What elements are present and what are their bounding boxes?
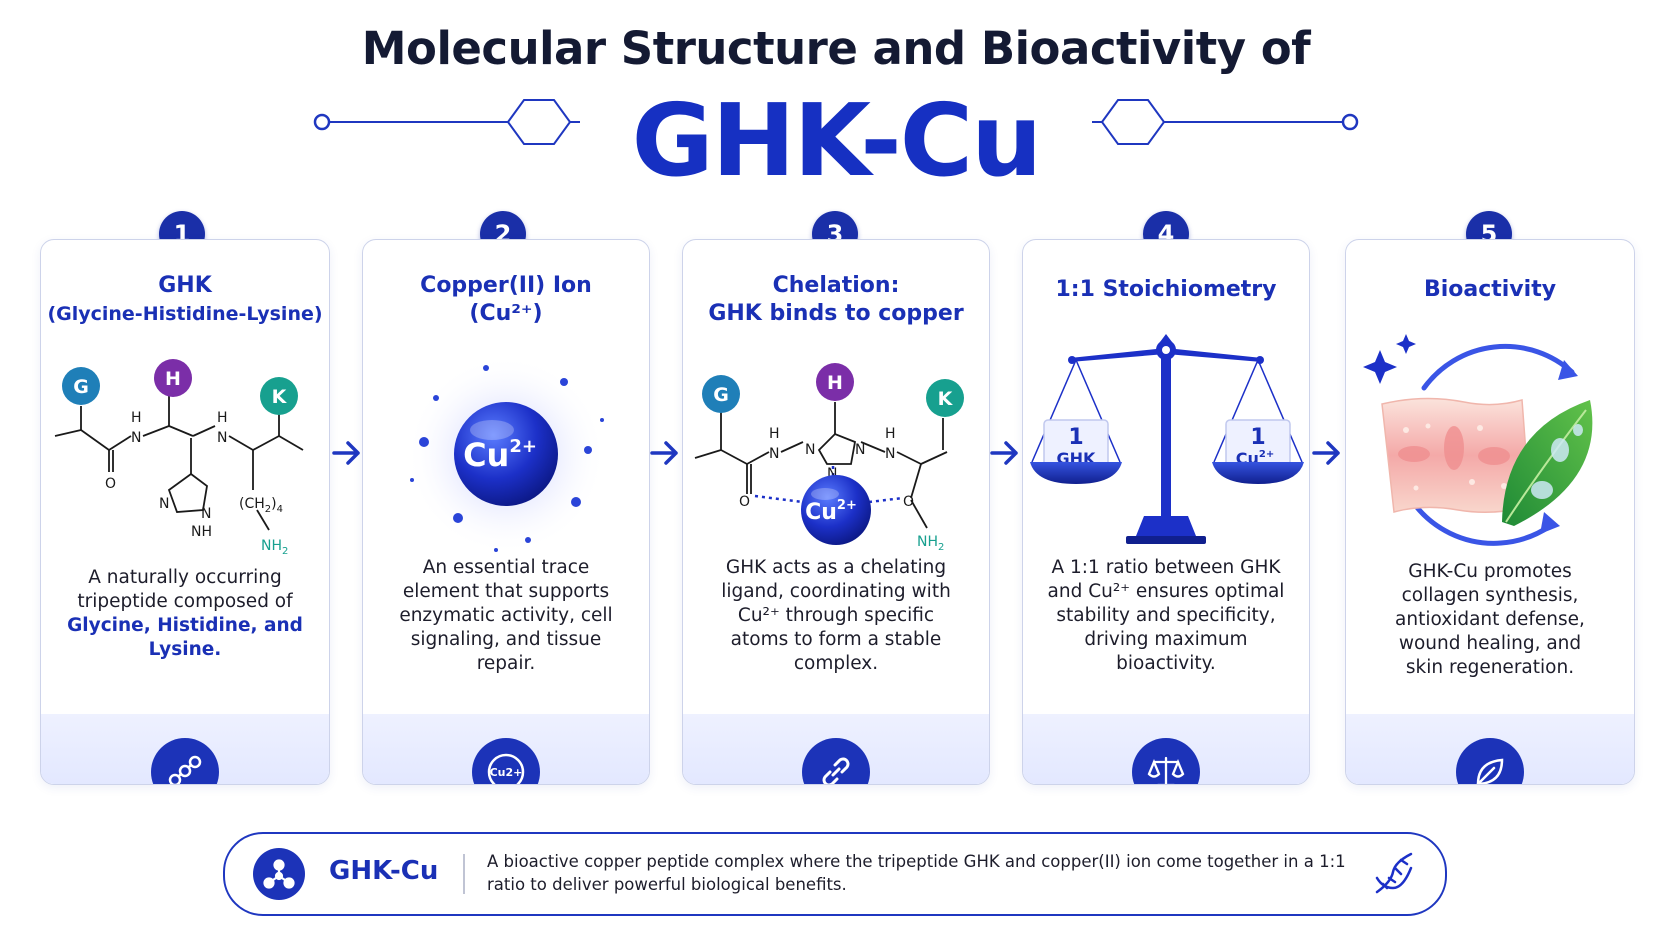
leaf-icon xyxy=(1456,738,1524,784)
arrow-right-icon xyxy=(332,441,360,465)
svg-text:NH: NH xyxy=(191,524,212,540)
card-chelation: Chelation: GHK binds to copper xyxy=(682,239,990,785)
card-text-1: A naturally occurring tripeptide compose… xyxy=(67,567,303,660)
svg-text:N: N xyxy=(131,430,141,446)
svg-text:1: 1 xyxy=(1250,425,1265,450)
svg-text:N: N xyxy=(217,430,227,446)
h-ball: H xyxy=(154,359,192,397)
g-ball: G xyxy=(702,375,740,413)
svg-text:H: H xyxy=(131,410,142,426)
svg-text:N: N xyxy=(159,496,169,512)
svg-text:NH2: NH2 xyxy=(917,534,944,553)
k-ball: K xyxy=(926,379,964,417)
svg-text:Cu2+: Cu2+ xyxy=(490,766,523,779)
card-title-2: Copper(II) Ion xyxy=(420,273,592,298)
g-ball: G xyxy=(62,367,100,405)
svg-text:H: H xyxy=(165,368,181,390)
h-ball: H xyxy=(816,363,854,401)
arrow-right-icon xyxy=(990,441,1018,465)
card-title-3: Chelation: xyxy=(772,273,900,298)
card-ghk: GHK (Glycine-Histidine-Lysine) G xyxy=(40,239,330,785)
svg-text:H: H xyxy=(769,426,780,442)
svg-text:K: K xyxy=(938,388,954,410)
copper-ion-icon: Cu2+ xyxy=(472,738,540,784)
summary-banner: GHK-Cu A bioactive copper peptide comple… xyxy=(223,832,1447,916)
card-subtitle-1: (Glycine-Histidine-Lysine) xyxy=(47,303,323,325)
svg-text:1: 1 xyxy=(1068,425,1083,450)
card-subtitle-2: (Cu²⁺) xyxy=(469,301,543,326)
svg-text:H: H xyxy=(885,426,896,442)
svg-text:N: N xyxy=(769,446,779,462)
svg-text:(CH2)4: (CH2)4 xyxy=(239,496,283,515)
title-line-1: Molecular Structure and Bioactivity of xyxy=(361,22,1311,75)
card-text-2: An essential trace element that supports… xyxy=(399,557,613,674)
svg-text:G: G xyxy=(73,376,89,398)
svg-text:N: N xyxy=(855,442,865,458)
balance-scale-icon xyxy=(1132,738,1200,784)
chain-link-icon xyxy=(802,738,870,784)
divider xyxy=(463,854,465,894)
card-title-5: Bioactivity xyxy=(1423,277,1557,302)
card-copper-ion: Copper(II) Ion (Cu²⁺) Cu2+ An essential … xyxy=(362,239,650,785)
svg-text:O: O xyxy=(105,476,116,492)
svg-text:N: N xyxy=(201,506,211,522)
card-text-1-highlight: Glycine, Histidine, and Lysine. xyxy=(67,615,303,660)
svg-text:N: N xyxy=(805,442,815,458)
card-text-4: A 1:1 ratio between GHK and Cu²⁺ ensures… xyxy=(1047,557,1285,674)
svg-text:NH2: NH2 xyxy=(261,538,288,557)
card-stoichiometry: 1:1 Stoichiometry 1 GHK 1 Cu2+ A 1:1 rat… xyxy=(1022,239,1310,785)
balance-scale-diagram: 1 GHK 1 Cu2+ xyxy=(1030,334,1304,544)
copper-ion-diagram: Cu2+ xyxy=(406,355,606,555)
svg-text:N: N xyxy=(827,466,837,482)
arrow-right-icon xyxy=(1312,441,1340,465)
summary-title: GHK-Cu xyxy=(329,856,439,886)
ion-label: Cu2+ xyxy=(463,436,537,474)
svg-text:K: K xyxy=(272,386,288,408)
bioactivity-illustration xyxy=(1363,334,1593,546)
card-bioactivity: Bioactivity GHK-Cu promotes collagen syn… xyxy=(1345,239,1635,785)
svg-text:H: H xyxy=(827,372,843,394)
title-line-2: GHK-Cu xyxy=(631,82,1043,199)
chelation-diagram: G H K H N N N N H N O O NH2 Cu2+ xyxy=(694,363,964,553)
svg-text:G: G xyxy=(713,384,729,406)
svg-text:O: O xyxy=(739,494,750,510)
svg-text:H: H xyxy=(217,410,228,426)
card-text-5: GHK-Cu promotes collagen synthesis, anti… xyxy=(1395,561,1585,678)
molecule-chain-icon xyxy=(151,738,219,784)
k-ball: K xyxy=(260,377,298,415)
arrow-right-icon xyxy=(650,441,678,465)
molecule-node-icon xyxy=(253,848,305,900)
card-title-4: 1:1 Stoichiometry xyxy=(1055,277,1277,302)
hexagon-line-right-icon xyxy=(1092,99,1359,145)
summary-text: A bioactive copper peptide complex where… xyxy=(487,852,1346,894)
card-subtitle-3: GHK binds to copper xyxy=(708,301,964,326)
ion-label: Cu2+ xyxy=(805,498,857,525)
svg-text:N: N xyxy=(885,446,895,462)
dna-icon xyxy=(1375,852,1413,894)
ghk-structure-diagram: G H K H N H N O N N NH (CH2)4 NH2 xyxy=(54,359,304,557)
svg-text:O: O xyxy=(903,494,914,510)
card-title-1: GHK xyxy=(158,273,212,298)
hexagon-line-left-icon xyxy=(313,99,580,145)
card-text-3: GHK acts as a chelating ligand, coordina… xyxy=(721,557,951,674)
